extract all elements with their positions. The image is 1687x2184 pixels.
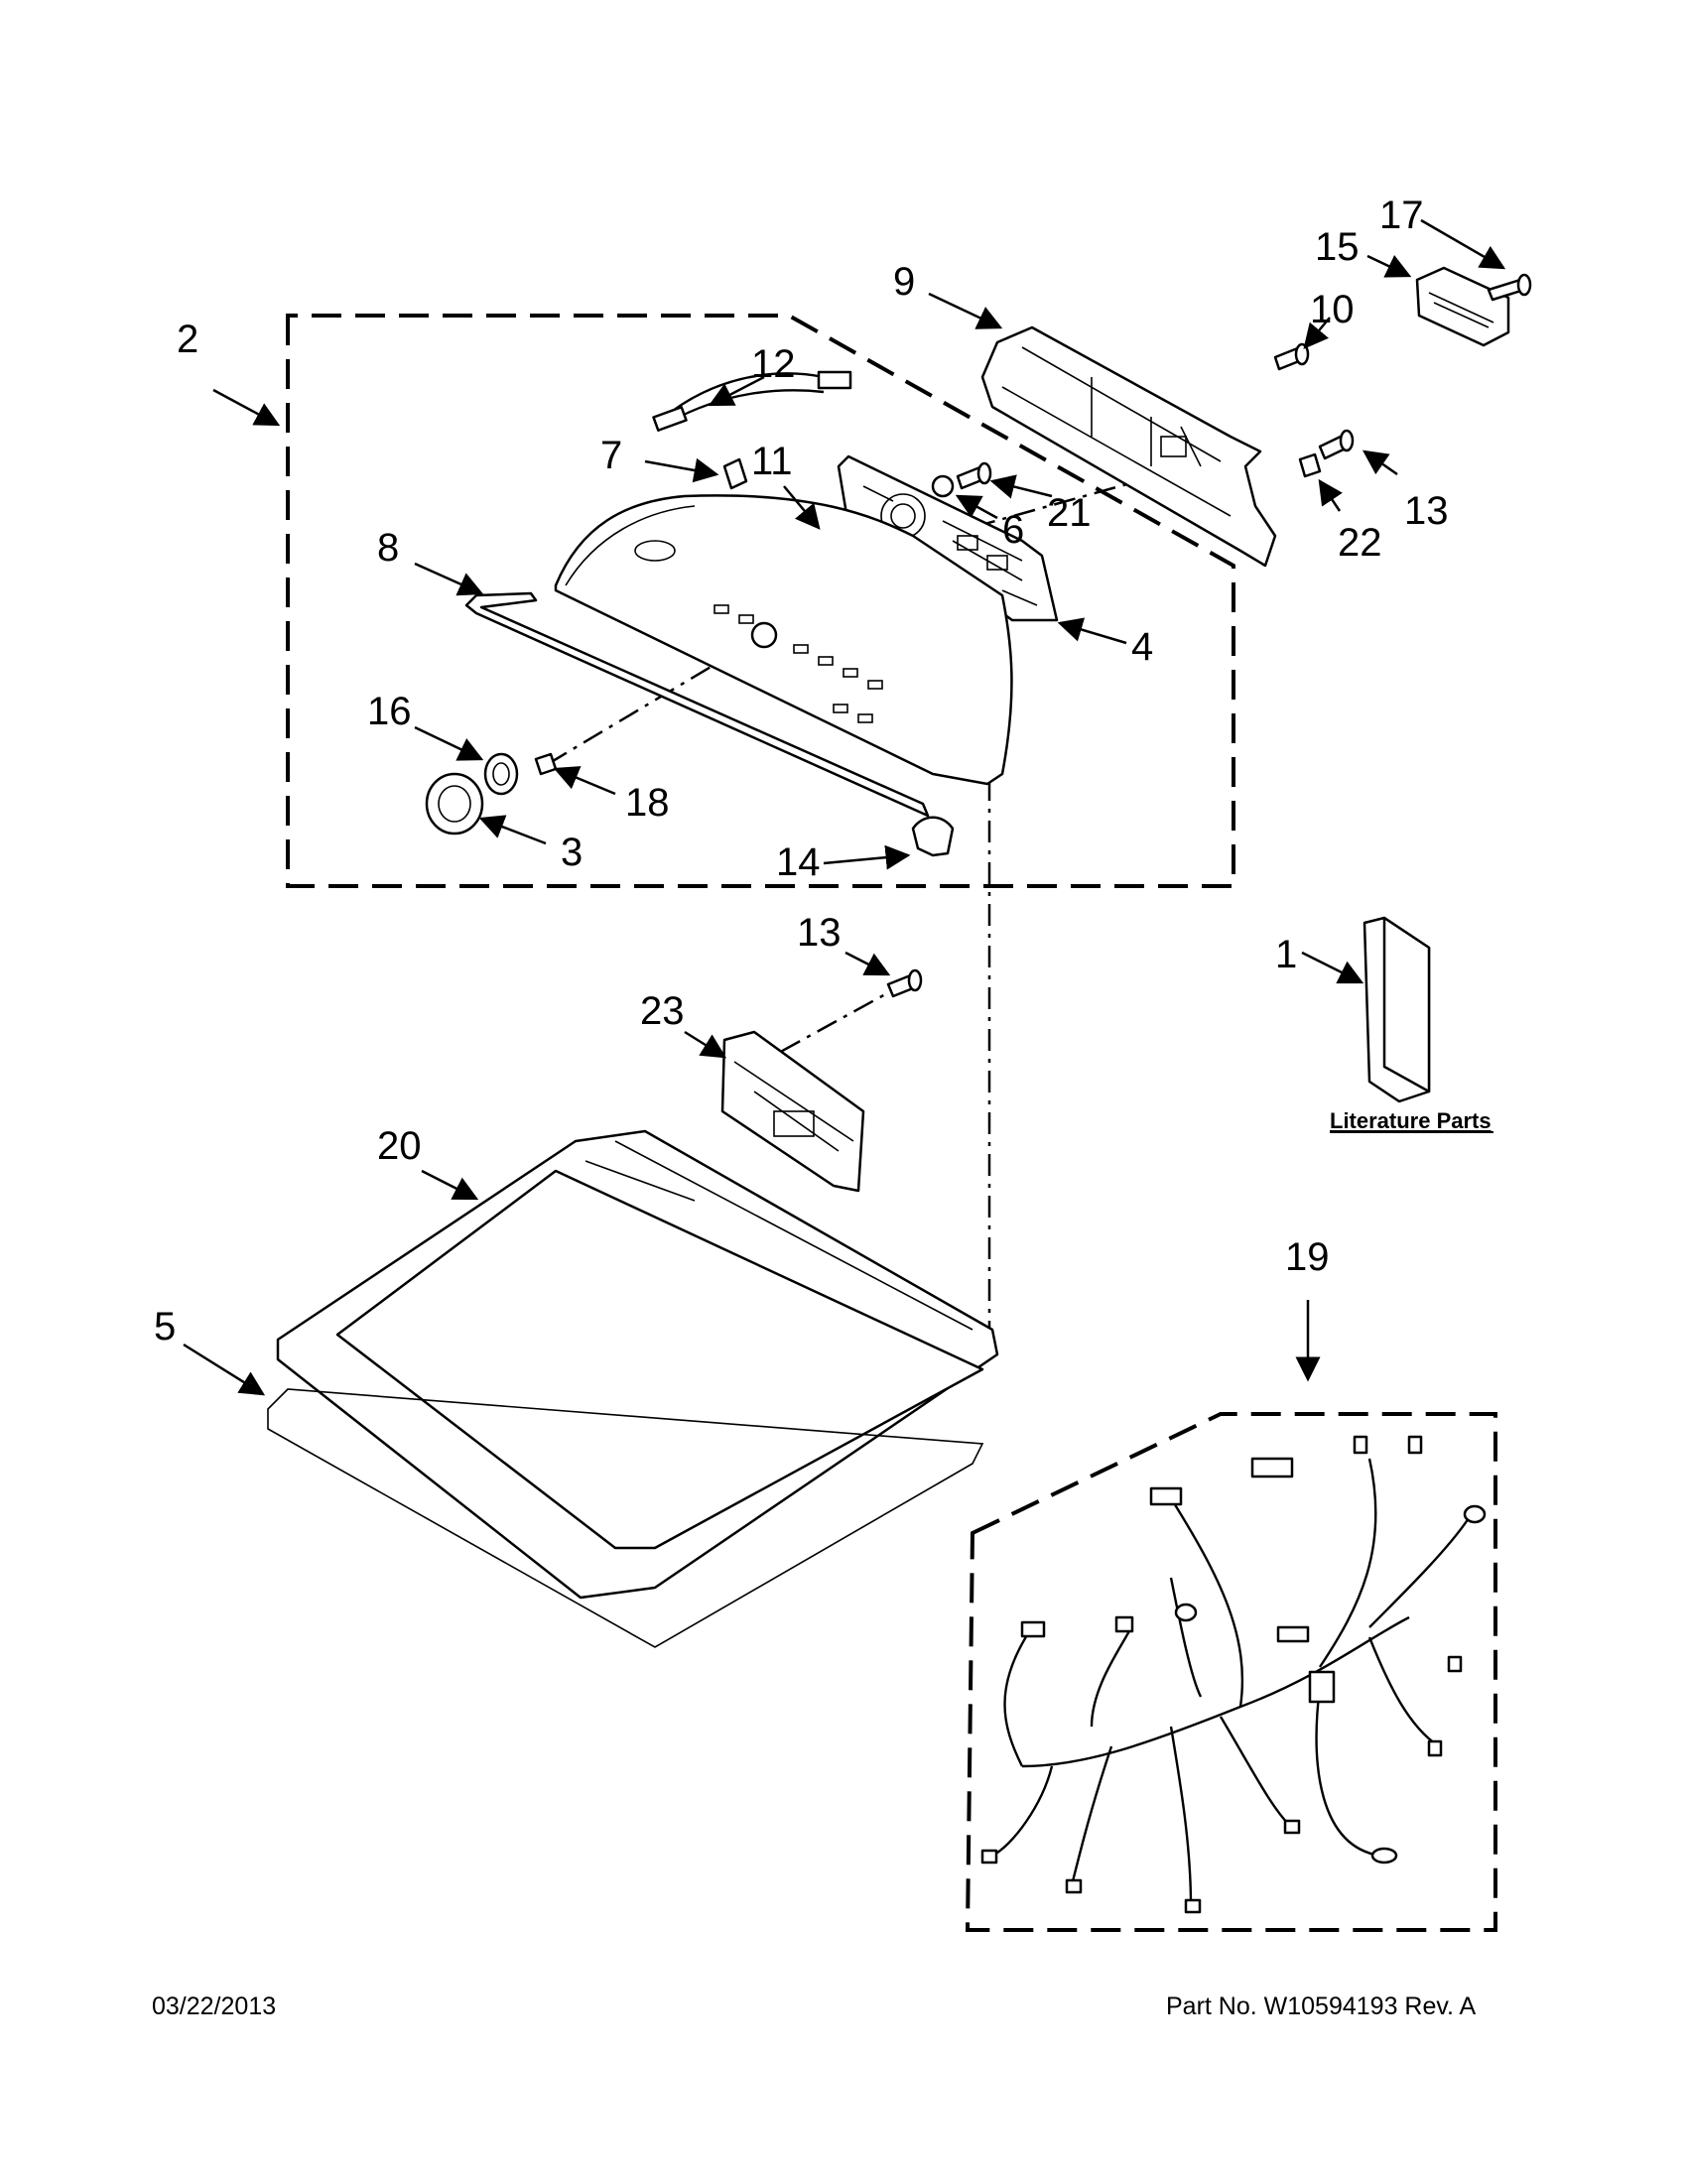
part-13-screw-lower <box>886 968 923 998</box>
callout-10: 10 <box>1310 288 1355 331</box>
callout-18: 18 <box>625 781 670 825</box>
part-13-screw-upper <box>1318 429 1355 460</box>
callout-20: 20 <box>377 1124 422 1168</box>
part-4-control-board <box>837 454 1059 622</box>
callout-16: 16 <box>367 690 412 733</box>
wire-harness-group-boundary <box>965 1412 1497 1932</box>
leader-arrows <box>183 218 1506 1396</box>
part-8-gasket <box>464 591 930 818</box>
part-9-rear-bracket <box>980 325 1277 568</box>
callout-22: 22 <box>1338 521 1382 565</box>
callout-15: 15 <box>1315 225 1360 269</box>
callout-17: 17 <box>1379 193 1424 237</box>
part-10-screw <box>1273 342 1310 371</box>
screw-to-board-guide-line <box>743 985 899 1074</box>
callout-1: 1 <box>1275 933 1297 976</box>
part-6-nut <box>931 474 955 498</box>
part-2-console-housing <box>554 494 1013 786</box>
callout-14: 14 <box>776 840 821 884</box>
part-15-module <box>1415 266 1510 347</box>
callout-7: 7 <box>600 434 622 477</box>
callout-11: 11 <box>751 440 793 483</box>
callout-13-lower: 13 <box>797 911 842 955</box>
part-16-ring <box>483 752 519 796</box>
callout-3: 3 <box>561 831 583 874</box>
footer-part-number: Part No. W10594193 Rev. A <box>1166 1992 1477 2020</box>
callout-12: 12 <box>751 342 796 386</box>
footer-date: 03/22/2013 <box>152 1992 277 2020</box>
part-5-seal <box>267 1388 984 1648</box>
part-17-screw <box>1487 273 1532 302</box>
callout-23: 23 <box>640 989 685 1033</box>
callout-4: 4 <box>1131 625 1153 669</box>
literature-parts-label: Literature Parts <box>1330 1108 1492 1133</box>
part-21-screw <box>956 461 992 490</box>
part-12-wire <box>652 370 852 432</box>
part-18-shaft <box>534 752 558 776</box>
part-3-knob <box>425 772 484 835</box>
part-1-literature <box>1363 916 1431 1103</box>
part-20-top-panel <box>276 1129 999 1600</box>
part-7-block <box>722 457 748 490</box>
part-23-board <box>720 1030 865 1193</box>
callout-21: 21 <box>1047 491 1092 535</box>
callout-8: 8 <box>377 526 399 570</box>
part-19-wire-harness <box>980 1435 1487 1914</box>
part-22-clip <box>1298 452 1322 478</box>
callout-13-upper: 13 <box>1404 489 1449 533</box>
callout-labels: 17 15 9 10 2 12 7 11 13 21 6 22 8 4 16 1… <box>154 193 1493 1349</box>
callout-6: 6 <box>1002 508 1024 552</box>
callout-2: 2 <box>177 318 198 361</box>
part-14-clip <box>911 816 955 857</box>
callout-5: 5 <box>154 1305 176 1349</box>
callout-19: 19 <box>1285 1235 1330 1279</box>
callout-9: 9 <box>893 260 915 304</box>
console-assembly-group-boundary <box>286 314 1235 888</box>
